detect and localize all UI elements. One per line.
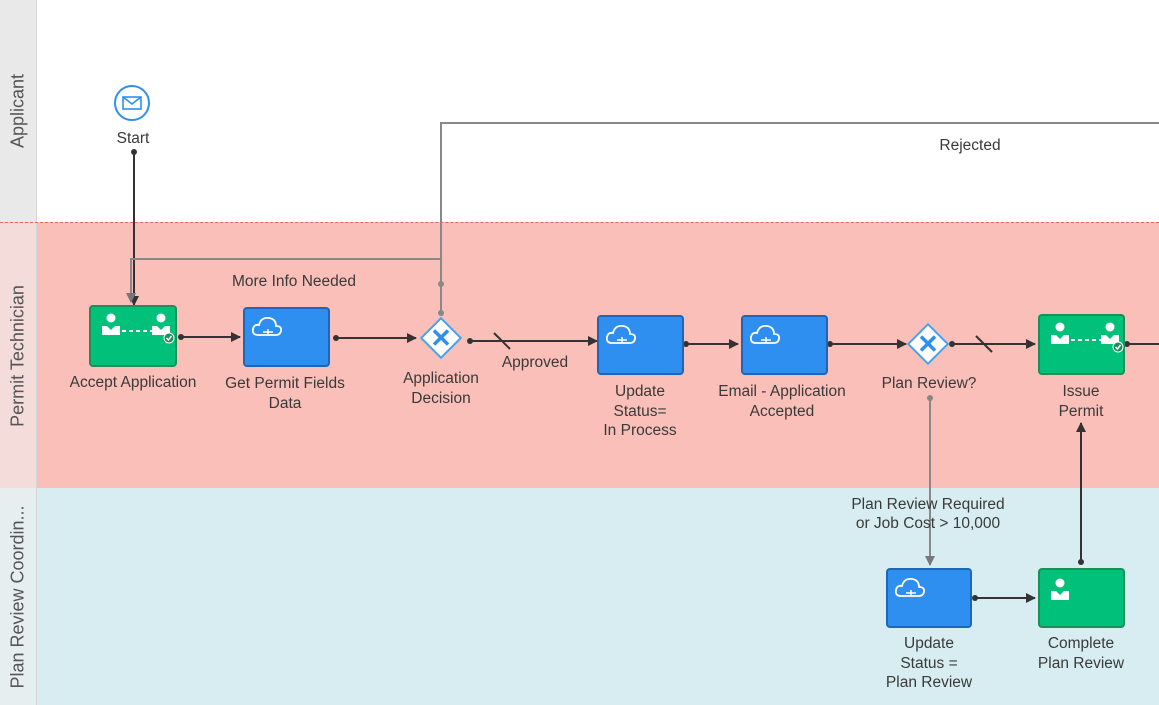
edge-label-rejected: Rejected: [939, 137, 1001, 154]
task-email-application-accepted[interactable]: [741, 315, 828, 375]
cloud-icon: [749, 324, 781, 344]
start-event[interactable]: [114, 85, 150, 121]
edge-label-approved: Approved: [501, 354, 569, 371]
task-issue-permit-label: Issue Permit: [1058, 383, 1104, 420]
task-update-status-in-process-label: Update Status= In Process: [603, 383, 677, 439]
lane-applicant: Applicant: [0, 0, 1159, 222]
users-check-icon: [102, 313, 175, 344]
flow-rejected: [440, 122, 1159, 284]
cloud-icon: [251, 316, 283, 336]
user-icon: [1051, 578, 1069, 600]
lane-header: Applicant: [0, 0, 37, 222]
task-issue-permit[interactable]: [1038, 314, 1125, 375]
task-complete-plan-review-label: Complete Plan Review: [1037, 635, 1125, 672]
envelope-icon: [122, 96, 142, 110]
edge-label-plan-review-required: Plan Review Required or Job Cost > 10,00…: [851, 496, 1005, 532]
cloud-icon: [605, 324, 637, 344]
default-flow-marker: [493, 332, 511, 350]
connector-dot: [438, 310, 444, 316]
task-update-status-plan-review-label: Update Status = Plan Review: [885, 635, 973, 691]
task-get-permit-fields-label: Get Permit Fields Data: [225, 375, 345, 412]
start-event-label: Start: [116, 130, 150, 147]
default-flow-marker: [975, 335, 993, 353]
lane-header: Plan Review Coordin...: [0, 488, 37, 705]
task-email-application-accepted-label: Email - Application Accepted: [718, 383, 846, 420]
close-icon: ✕: [430, 323, 452, 353]
lane-header: Permit Technician: [0, 223, 37, 489]
task-accept-application[interactable]: [89, 305, 177, 367]
lane-permit-technician: Permit Technician: [0, 222, 1159, 489]
gateway-application-decision-label: Application Decision: [403, 370, 479, 407]
close-icon: ✕: [917, 329, 939, 359]
task-update-status-in-process[interactable]: [597, 315, 684, 375]
gateway-plan-review-label: Plan Review?: [881, 375, 977, 392]
flow-more-info-needed: [126, 258, 442, 314]
task-complete-plan-review[interactable]: [1038, 568, 1125, 628]
task-update-status-plan-review[interactable]: [886, 568, 972, 628]
cloud-icon: [894, 577, 926, 597]
task-accept-application-label: Accept Application: [69, 374, 197, 391]
users-check-icon: [1051, 322, 1124, 353]
task-get-permit-fields-data[interactable]: [243, 307, 330, 367]
edge-label-more-info-needed: More Info Needed: [231, 273, 357, 290]
